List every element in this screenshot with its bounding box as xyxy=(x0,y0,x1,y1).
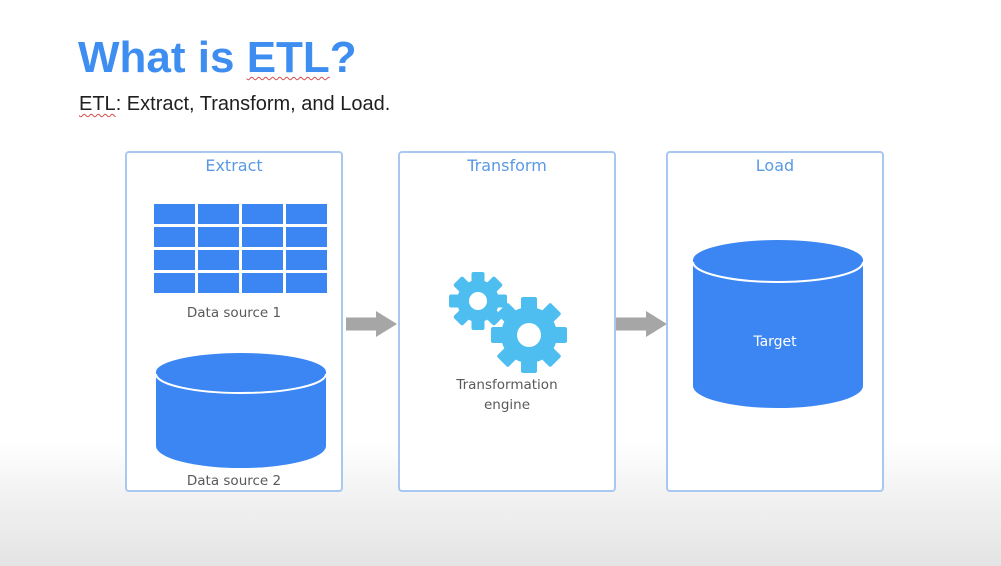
table-cell xyxy=(154,227,195,247)
title-suffix: ? xyxy=(329,33,357,82)
table-cell xyxy=(198,273,239,293)
subtitle-definition: : Extract, Transform, and Load. xyxy=(115,93,391,115)
table-cell xyxy=(154,250,195,270)
transform-stage-box: Transform Transformation engine xyxy=(398,151,616,492)
table-cell xyxy=(286,204,327,224)
database-cylinder-icon xyxy=(692,240,864,408)
table-cell xyxy=(154,273,195,293)
arrow-right-icon xyxy=(616,311,667,337)
title-term-etl: ETL xyxy=(246,33,330,82)
slide-title: What is ETL? xyxy=(78,30,357,86)
transformation-engine-label-line2: engine xyxy=(483,397,531,413)
table-grid-icon xyxy=(154,204,327,293)
transform-stage-title: Transform xyxy=(467,156,547,175)
data-source-2-label: Data source 2 xyxy=(186,473,282,489)
table-cell xyxy=(286,227,327,247)
table-cell xyxy=(154,204,195,224)
transformation-engine-label-line1: Transformation xyxy=(456,377,558,393)
load-stage-title: Load xyxy=(755,156,795,175)
extract-stage-title: Extract xyxy=(205,156,263,175)
table-cell xyxy=(286,273,327,293)
table-cell xyxy=(242,250,283,270)
slide-subtitle: ETL: Extract, Transform, and Load. xyxy=(79,91,390,117)
title-prefix: What is xyxy=(78,33,247,82)
table-cell xyxy=(198,227,239,247)
database-cylinder-icon xyxy=(155,353,327,468)
table-cell xyxy=(242,273,283,293)
target-label: Target xyxy=(753,334,797,350)
table-cell xyxy=(242,204,283,224)
table-cell xyxy=(198,250,239,270)
table-cell xyxy=(286,250,327,270)
gears-icon xyxy=(449,272,567,373)
arrow-right-icon xyxy=(346,311,397,337)
load-stage-box: Load Target xyxy=(666,151,884,492)
extract-stage-box: Extract Data source 1 Data source 2 xyxy=(125,151,343,492)
subtitle-term-etl: ETL xyxy=(79,93,116,115)
table-cell xyxy=(198,204,239,224)
data-source-1-label: Data source 1 xyxy=(186,305,282,321)
table-cell xyxy=(242,227,283,247)
